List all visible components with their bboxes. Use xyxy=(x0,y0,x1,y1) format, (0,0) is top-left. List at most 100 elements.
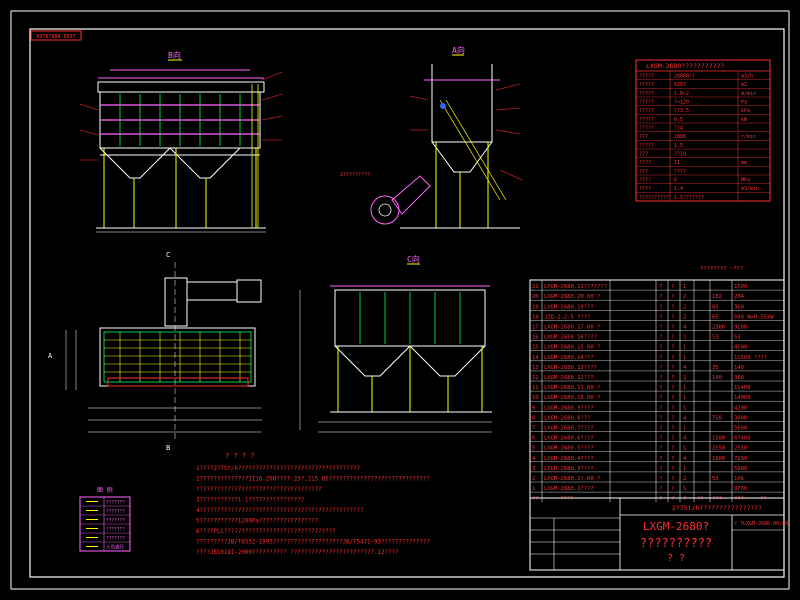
bom-row-qty: 1 xyxy=(683,355,686,361)
bom-row-code: LXGM-2680.6???? xyxy=(544,436,594,442)
bom-row-field: ? xyxy=(671,395,674,401)
bom-row-total-weight: 140 xyxy=(734,365,744,371)
bom-row-code: LXGM-2680.15.00 ? xyxy=(544,345,600,351)
bom-row-field: ? xyxy=(671,466,674,472)
bom-row-unit-weight: 1500 xyxy=(712,436,725,442)
bom-row-field: ? xyxy=(671,284,674,290)
bom-row-index: 5 xyxy=(532,446,535,452)
spec-row-param: ????? xyxy=(639,82,654,88)
bom-row-field: ? xyxy=(671,446,674,452)
spec-row-param: ????? xyxy=(639,108,654,114)
note-line: 2??????????????II16.200???7.23?,215.85??… xyxy=(196,477,430,483)
spec-row-param: ??? xyxy=(639,152,648,158)
title-model: LXGM-2680? xyxy=(643,520,709,533)
spec-row-value: 1.4 xyxy=(674,186,683,192)
spec-row-unit: m2 xyxy=(741,82,747,88)
bom-header-cell: ???? xyxy=(560,496,573,502)
bom-row-qty: 1 xyxy=(683,375,686,381)
bom-row-field: ? xyxy=(671,476,674,482)
note-line: 4???????????????????????????????????????… xyxy=(196,508,364,514)
fan-note: 2????????? xyxy=(340,172,370,178)
bom-row-code: LXGM-2680.9???? xyxy=(544,405,594,411)
bom-row-total-weight: 4200 xyxy=(734,405,747,411)
bom-row-field: ? xyxy=(659,385,662,391)
legend-item-label: ??????? xyxy=(106,527,125,533)
bom-row-qty: 1 xyxy=(683,486,686,492)
bom-row-code: LXGM-2680.8??? xyxy=(544,415,590,421)
bom-title: ???????? ~??? xyxy=(700,266,743,272)
bom-row-index: 9 xyxy=(532,405,535,411)
bom-row-field: ? xyxy=(659,436,662,442)
bom-row-qty: 1 xyxy=(683,466,686,472)
bom-row-code: LXGM-2680.14??? xyxy=(544,355,594,361)
note-line: ????JB10191-2000?????????? ?????????????… xyxy=(196,550,398,556)
bom-row-field: ? xyxy=(659,314,662,320)
bom-row-index: 1 xyxy=(532,486,535,492)
view-b-elevation: B向 xyxy=(79,50,283,233)
spec-row-value: ?<120 xyxy=(674,100,689,106)
note-line: 3???????????1.1???????????????? xyxy=(196,498,304,504)
bom-row-total-weight: 204 xyxy=(734,294,745,300)
bom-row-qty: 2 xyxy=(683,476,686,482)
legend-item-label: ??????? xyxy=(106,536,125,542)
spec-row-param: ????? xyxy=(639,126,654,132)
spec-row-unit: m3/min xyxy=(741,186,759,192)
legend: 图 例 ???????????????????????????????????人… xyxy=(79,486,131,552)
bom-row-field: ? xyxy=(671,486,674,492)
bom-row-code: LXGM-2680.3???? xyxy=(544,466,594,472)
title-spec-line: 2?75t/h???????????????? xyxy=(672,504,762,512)
notes-heading: ? ? ? ? xyxy=(225,452,255,460)
bom-row-qty: 4 xyxy=(683,325,687,331)
bom-row-qty: 1 xyxy=(683,335,686,341)
bom-row-qty: 1 xyxy=(683,395,686,401)
bom-row-field: ? xyxy=(659,304,662,310)
bom-row-index: 4 xyxy=(532,456,536,462)
bom-row-index: 11 xyxy=(532,385,539,391)
bom-row-qty: 2 xyxy=(683,314,686,320)
bom-row-code: LXGM-2680.2?.00 ? xyxy=(544,476,600,482)
bom-row-total-weight: 7200 xyxy=(734,456,747,462)
spec-row-value: 1.5??????? xyxy=(674,195,704,201)
bom-row-total-weight: 9700 xyxy=(734,486,747,492)
bom-row-index: 21 xyxy=(532,284,539,290)
title-code: ? ?LXGM-2680.00.00 xyxy=(734,521,788,527)
bom-row-unit-weight: 2300 xyxy=(712,325,725,331)
bom-row-index: 2 xyxy=(532,476,535,482)
bom-header-cell: ?? xyxy=(697,496,704,502)
spec-row-value: ??4 xyxy=(674,126,683,132)
bom-row-unit-weight: 1800 xyxy=(712,456,725,462)
bom-row-index: 10 xyxy=(532,395,539,401)
bom-row-field: ? xyxy=(659,325,662,331)
spec-row-value: 1.5 xyxy=(674,143,683,149)
bom-row-index: 3 xyxy=(532,466,535,472)
plan-view: C B A xyxy=(48,251,262,452)
spec-row-unit: Pa xyxy=(741,100,747,106)
bom-row-qty: 4 xyxy=(683,415,687,421)
bom-row-code: JZQ-2-2.5 ???? xyxy=(544,314,590,320)
bom-row-field: ? xyxy=(671,375,674,381)
bom-row-index: 6 xyxy=(532,436,535,442)
bom-row-total-weight: 6?400 xyxy=(734,436,751,442)
title-sub: ? ? xyxy=(667,553,685,564)
bom-row-qty: 2 xyxy=(683,304,686,310)
view-c-label: C向 xyxy=(407,254,420,264)
bom-row-field: ? xyxy=(671,325,674,331)
spec-row-unit: m/min xyxy=(741,91,756,97)
bom-row-index: 16 xyxy=(532,335,539,341)
spec-row-unit: m3/h xyxy=(741,74,753,80)
view-b-label: B向 xyxy=(168,50,181,60)
bom-row-qty: 1 xyxy=(683,426,686,432)
bom-row-qty: 4 xyxy=(683,365,687,371)
bom-row-code: LXGM-2680.10.00 ? xyxy=(544,395,600,401)
bom-row-code: LXGM-2680.16???? xyxy=(544,335,597,341)
bom-row-code: LXGM-2680.13???? xyxy=(544,365,597,371)
bom-row-total-weight: 4500 xyxy=(734,345,747,351)
spec-row-value: 6287 xyxy=(674,82,686,88)
spec-row-param: ????? xyxy=(639,91,654,97)
bom-row-field: ? xyxy=(659,426,662,432)
bom-row-code: LXGM-2680.4???? xyxy=(544,456,594,462)
bom-row-total-weight: 53 xyxy=(734,335,741,341)
bom-row-total-weight: 3000 xyxy=(734,415,747,421)
view-a-elevation: A向 2????????? xyxy=(340,45,523,229)
